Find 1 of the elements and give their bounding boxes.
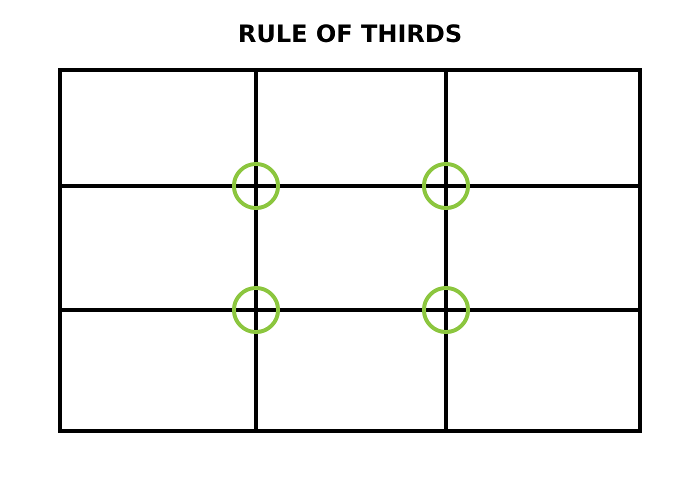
diagram-title: RULE OF THIRDS bbox=[236, 20, 464, 48]
